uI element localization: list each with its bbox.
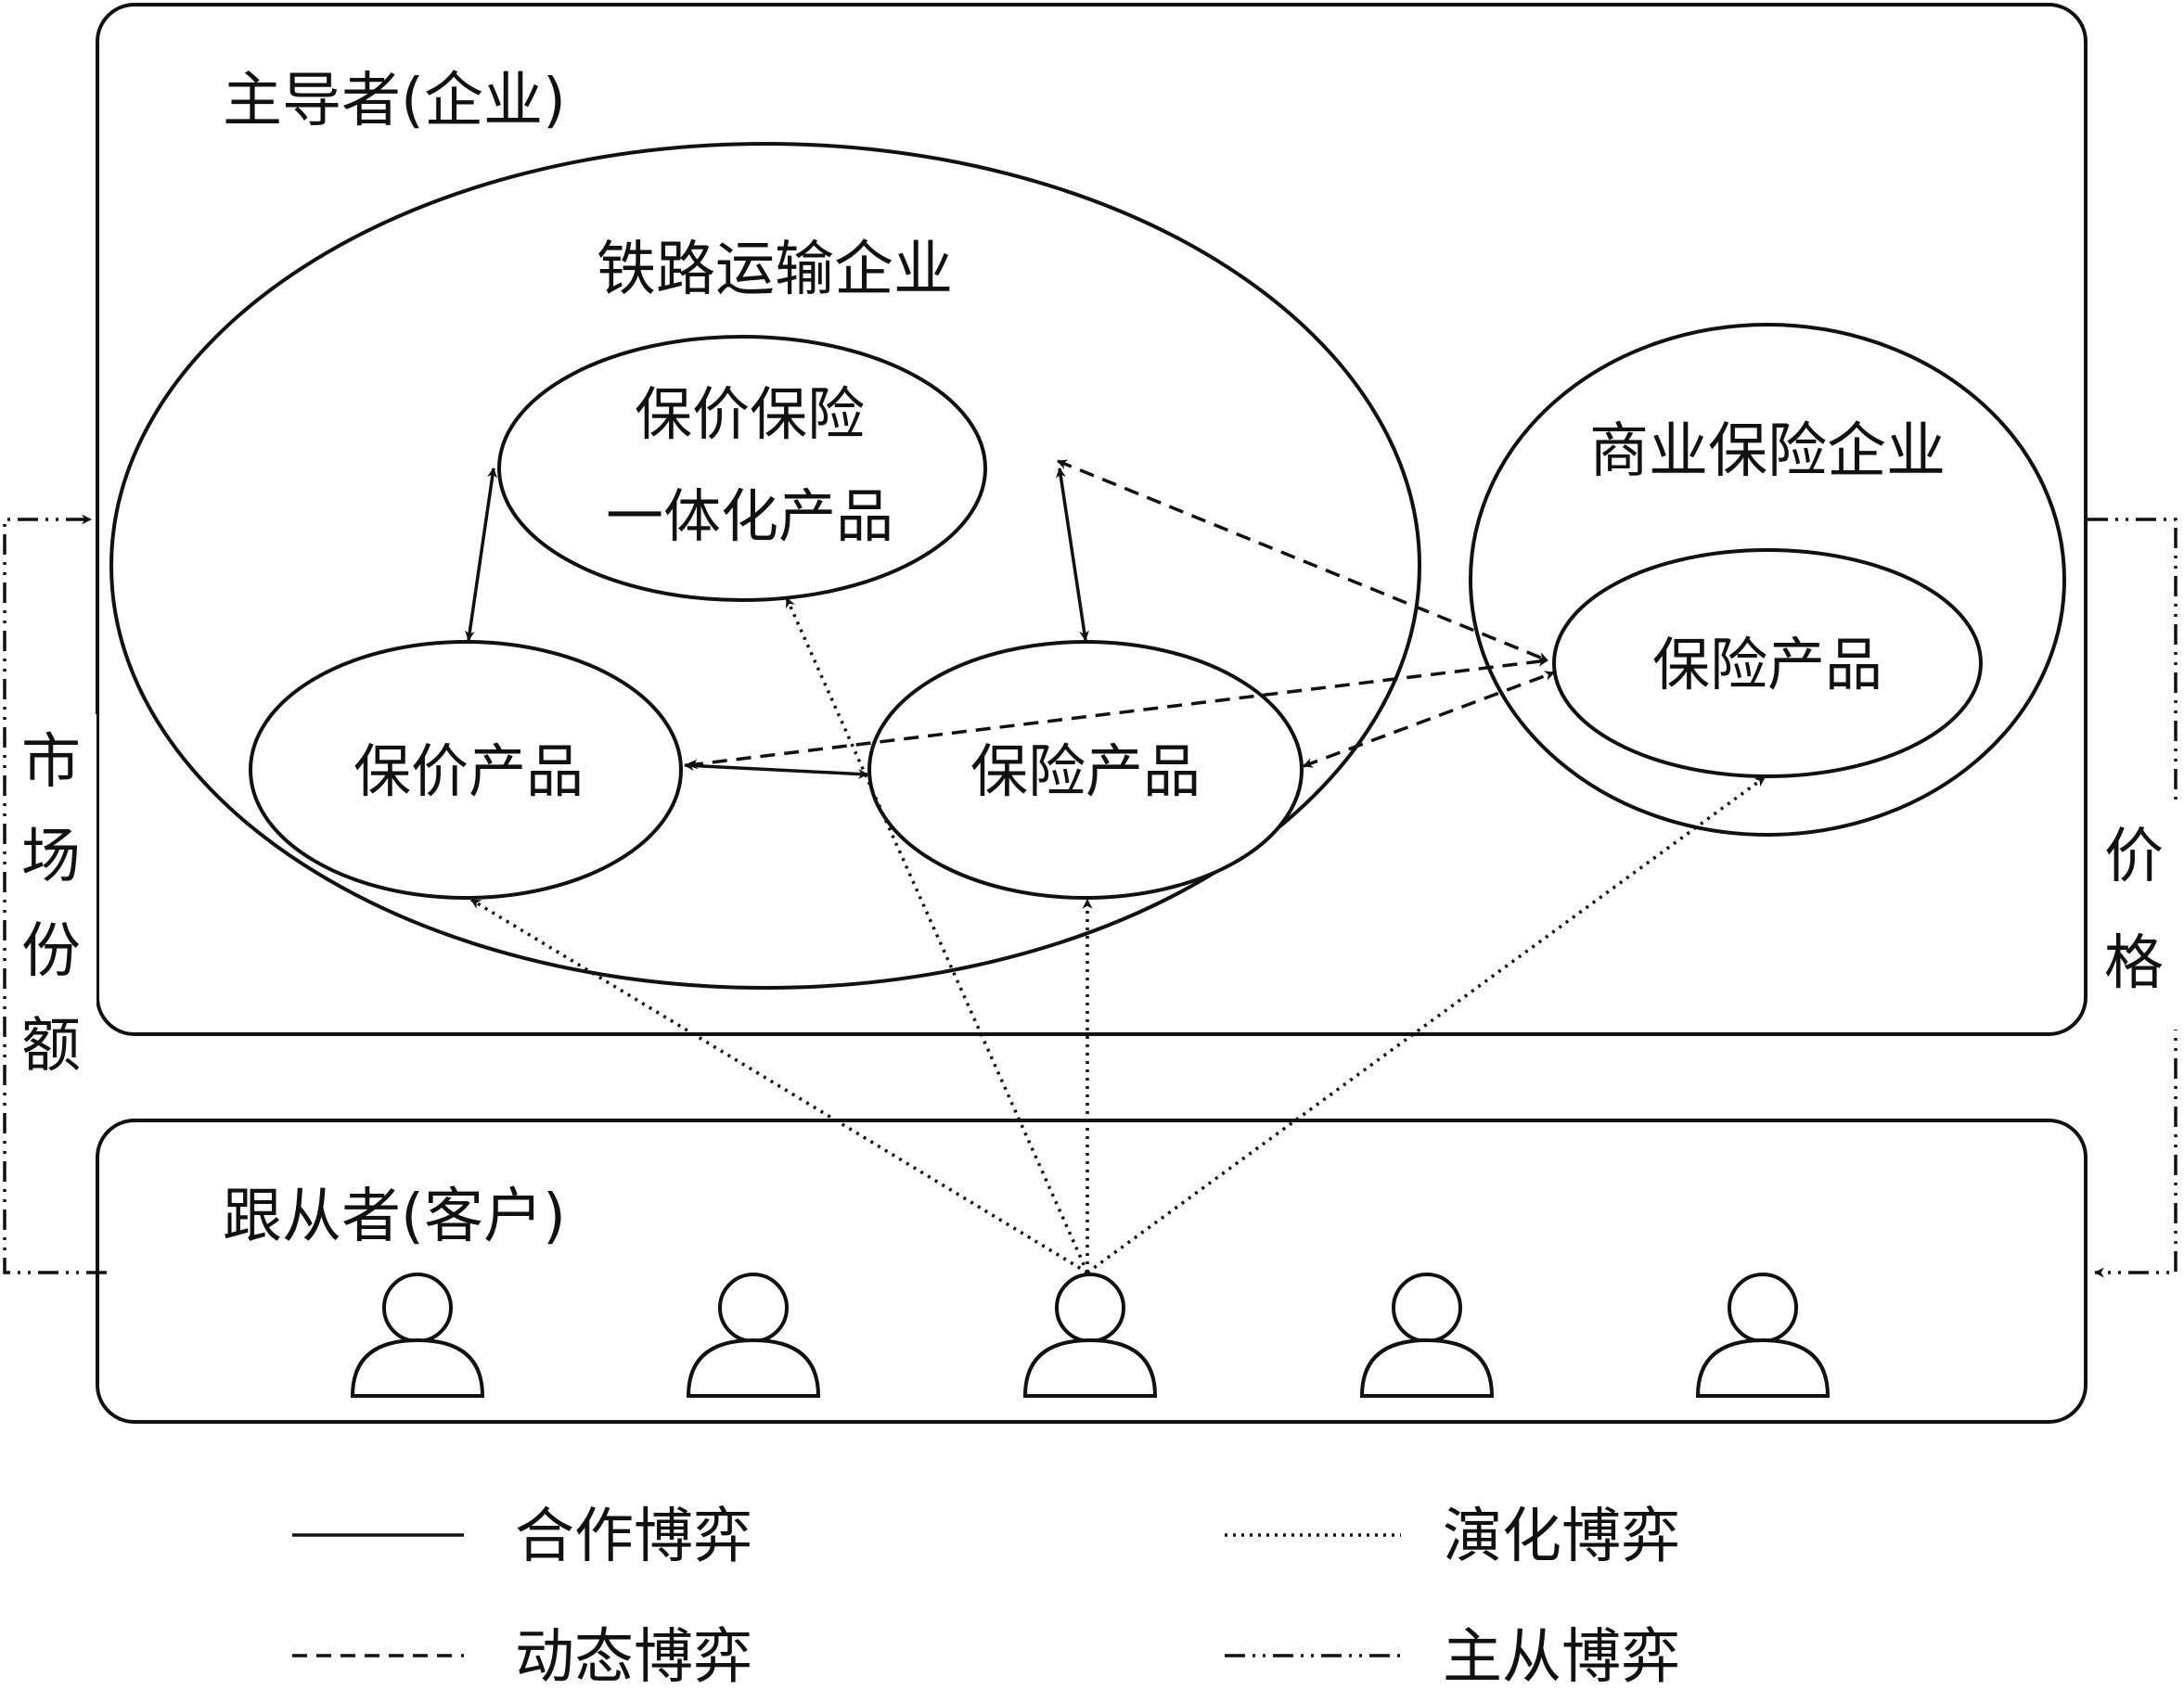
legend-item-dynamic: 动态博弈 bbox=[292, 1623, 752, 1692]
evo-arrow-to-integrated bbox=[785, 596, 1089, 1273]
evo-arrow-to-valuation bbox=[470, 898, 1088, 1274]
svg-text:动态博弈: 动态博弈 bbox=[515, 1623, 752, 1692]
integrated-product-ellipse bbox=[497, 335, 987, 602]
market-share-label: 市 场 份 额 bbox=[7, 714, 96, 1104]
evo-arrow-to-commercial bbox=[1086, 775, 1766, 1274]
valuation-product-label: 保价产品 bbox=[353, 737, 584, 805]
railway-enterprise-label: 铁路运输企业 bbox=[597, 236, 953, 304]
customer-icon bbox=[1695, 1273, 1831, 1398]
integrated-product-label-line1: 保价保险 bbox=[635, 380, 865, 448]
legend-item-leader-follower: 主从博弈 bbox=[1225, 1623, 1680, 1692]
railway-insurance-product-label: 保险产品 bbox=[970, 737, 1201, 805]
market-share-feedback-line bbox=[3, 514, 107, 1274]
dynamic-arrow-insurance-commercial bbox=[1302, 671, 1556, 768]
svg-text:份: 份 bbox=[21, 917, 81, 986]
svg-text:市: 市 bbox=[21, 728, 81, 797]
coop-arrow-integrated-valuation bbox=[464, 467, 498, 642]
svg-text:格: 格 bbox=[2104, 929, 2164, 998]
legend-item-evolutionary: 演化博弈 bbox=[1225, 1503, 1680, 1571]
commercial-insurance-enterprise-label: 商业保险企业 bbox=[1589, 417, 1946, 486]
svg-text:主从博弈: 主从博弈 bbox=[1443, 1623, 1680, 1692]
customer-icon bbox=[350, 1273, 485, 1398]
dynamic-arrow-integrated-commercial bbox=[1056, 459, 1549, 662]
leader-box bbox=[96, 3, 2088, 1036]
legend: 合作博弈 演化博弈 动态博弈 主从博弈 bbox=[292, 1503, 1680, 1692]
svg-text:额: 额 bbox=[21, 1012, 81, 1081]
leader-box-label: 主导者(企业) bbox=[223, 67, 566, 135]
integrated-product-label-line2: 一体化产品 bbox=[606, 482, 893, 550]
customer-icon bbox=[1359, 1273, 1495, 1398]
svg-text:演化博弈: 演化博弈 bbox=[1443, 1503, 1680, 1571]
legend-item-cooperative: 合作博弈 bbox=[292, 1503, 752, 1571]
commercial-insurance-product-ellipse bbox=[1552, 548, 1983, 778]
svg-text:价: 价 bbox=[2104, 823, 2164, 891]
svg-text:场: 场 bbox=[21, 823, 81, 891]
valuation-product-ellipse bbox=[249, 640, 683, 900]
svg-text:合作博弈: 合作博弈 bbox=[515, 1503, 752, 1571]
follower-box-label: 跟从者(客户) bbox=[223, 1183, 566, 1251]
customer-icon bbox=[1022, 1273, 1158, 1398]
commercial-insurance-product-label: 保险产品 bbox=[1652, 631, 1882, 698]
customer-icon bbox=[686, 1273, 821, 1398]
price-label: 价 格 bbox=[2089, 807, 2178, 1030]
